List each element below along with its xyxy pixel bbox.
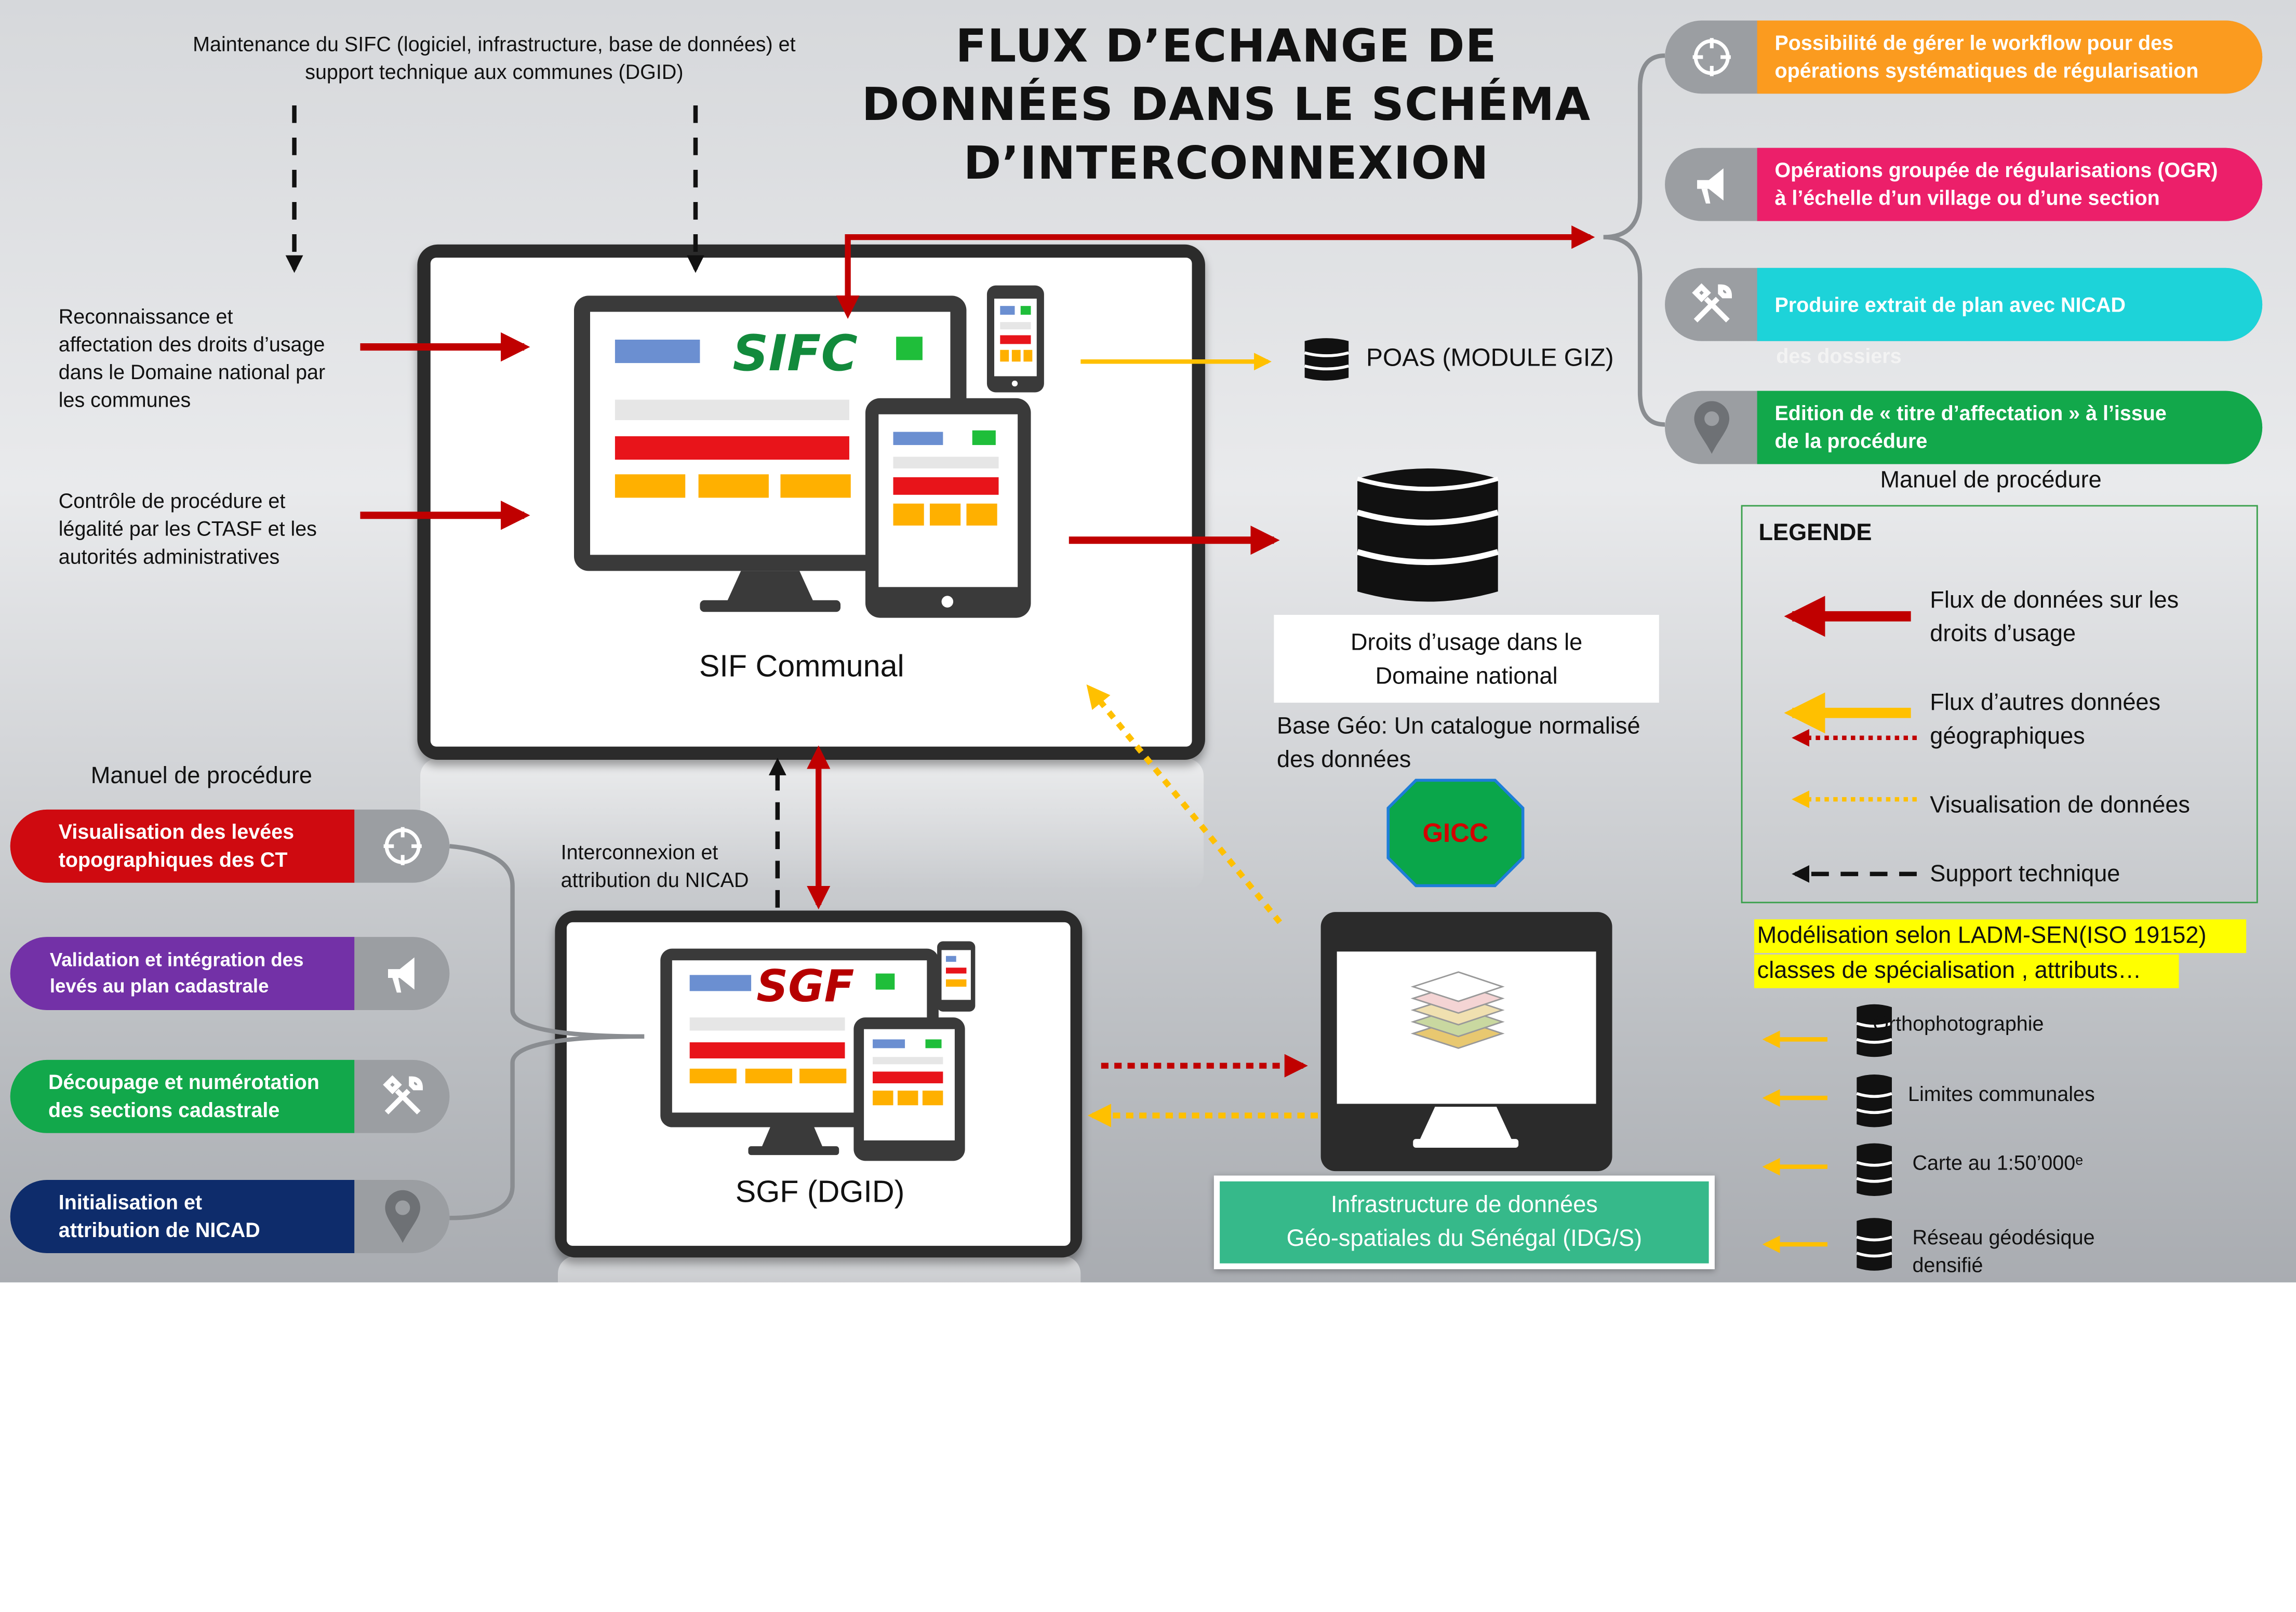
tools-icon <box>356 1060 449 1133</box>
pill-ogr[interactable]: Opérations groupée de régularisations (O… <box>1665 147 2263 221</box>
faint-text: des dossiers <box>1776 344 1902 368</box>
title-line-2: DONNÉES DANS LE SCHÉMA <box>861 79 1591 132</box>
layer-limites: Limites communales <box>1907 1082 2095 1106</box>
idg-monitor-illustration <box>1320 912 1612 1172</box>
crosshair-icon <box>1665 20 1758 93</box>
layer-ortho: Orthophotographie <box>1873 1011 2044 1035</box>
sifc-label: SIF Communal <box>699 650 904 684</box>
sifc-devices-illustration <box>574 285 1044 618</box>
layer-database-icons <box>1856 1004 1892 1271</box>
workflow-connector-arrow <box>836 225 1595 319</box>
diagram-title: FLUX D’ECHANGE DE DONNÉES DANS LE SCHÉMA… <box>857 18 1596 193</box>
legend-item-visualisation: Visualisation de données <box>1930 793 2190 818</box>
sifc-logo: SIFC <box>732 325 858 384</box>
legend-title: LEGENDE <box>1758 521 1872 546</box>
sgf-label: SGF (DGID) <box>735 1175 905 1210</box>
gicc-label: GICC <box>1422 818 1489 848</box>
gicc-octagon <box>1386 778 1525 888</box>
droits-database-icon <box>1356 468 1499 602</box>
manuel-procedure-right: Manuel de procédure <box>1880 468 2102 493</box>
pill-edition-bar: Edition de « titre d’affectation » à l’i… <box>1757 391 2263 464</box>
legend-item-support: Support technique <box>1930 862 2120 888</box>
pill-edition[interactable]: Edition de « titre d’affectation » à l’i… <box>1665 391 2263 464</box>
layer-arrows <box>1762 1030 1827 1253</box>
map-pin-icon <box>1665 391 1758 464</box>
title-line-1: FLUX D’ECHANGE DE <box>955 20 1498 73</box>
layer-carte: Carte au 1:50’000ᵉ <box>1912 1150 2083 1174</box>
title-line-3: D’INTERCONNEXION <box>963 137 1489 191</box>
tools-icon <box>1665 268 1758 341</box>
right-pills-bracket <box>1603 53 1665 427</box>
sgf-logo: SGF <box>756 962 855 1013</box>
crosshair-icon <box>356 810 449 883</box>
sgf-reflection <box>557 1256 1081 1344</box>
left-pills-bracket <box>449 844 645 1220</box>
poas-database-icon <box>1304 338 1349 381</box>
idgs-box: Infrastructure de données Géo-spatiales … <box>1213 1175 1715 1269</box>
ladm-line-1: Modélisation selon LADM-SEN(ISO 19152) <box>1754 919 2247 953</box>
map-pin-icon <box>356 1180 449 1253</box>
ladm-line-2: classes de spécialisation , attributs… <box>1754 954 2179 988</box>
megaphone-icon <box>356 937 449 1010</box>
maintenance-text: Maintenance du SIFC (logiciel, infrastru… <box>193 32 796 84</box>
poas-label: POAS (MODULE GIZ) <box>1366 344 1614 372</box>
pill-ogr-bar: Opérations groupée de régularisations (O… <box>1757 147 2263 221</box>
map-layers-icon <box>1410 971 1505 1049</box>
pill-workflow-bar: Possibilité de gérer le workflow pour de… <box>1757 20 2263 94</box>
droits-label-box <box>1274 614 1659 703</box>
pill-workflow[interactable]: Possibilité de gérer le workflow pour de… <box>1665 20 2263 94</box>
pill-extrait[interactable]: Produire extrait de plan avec NICAD <box>1665 267 2263 341</box>
sgf-devices-illustration <box>660 941 976 1161</box>
idg-to-sifc-arrow <box>1086 684 1283 924</box>
manuel-procedure-left: Manuel de procédure <box>90 764 313 789</box>
megaphone-icon <box>1665 148 1758 221</box>
pill-extrait-bar: Produire extrait de plan avec NICAD <box>1757 267 2263 341</box>
